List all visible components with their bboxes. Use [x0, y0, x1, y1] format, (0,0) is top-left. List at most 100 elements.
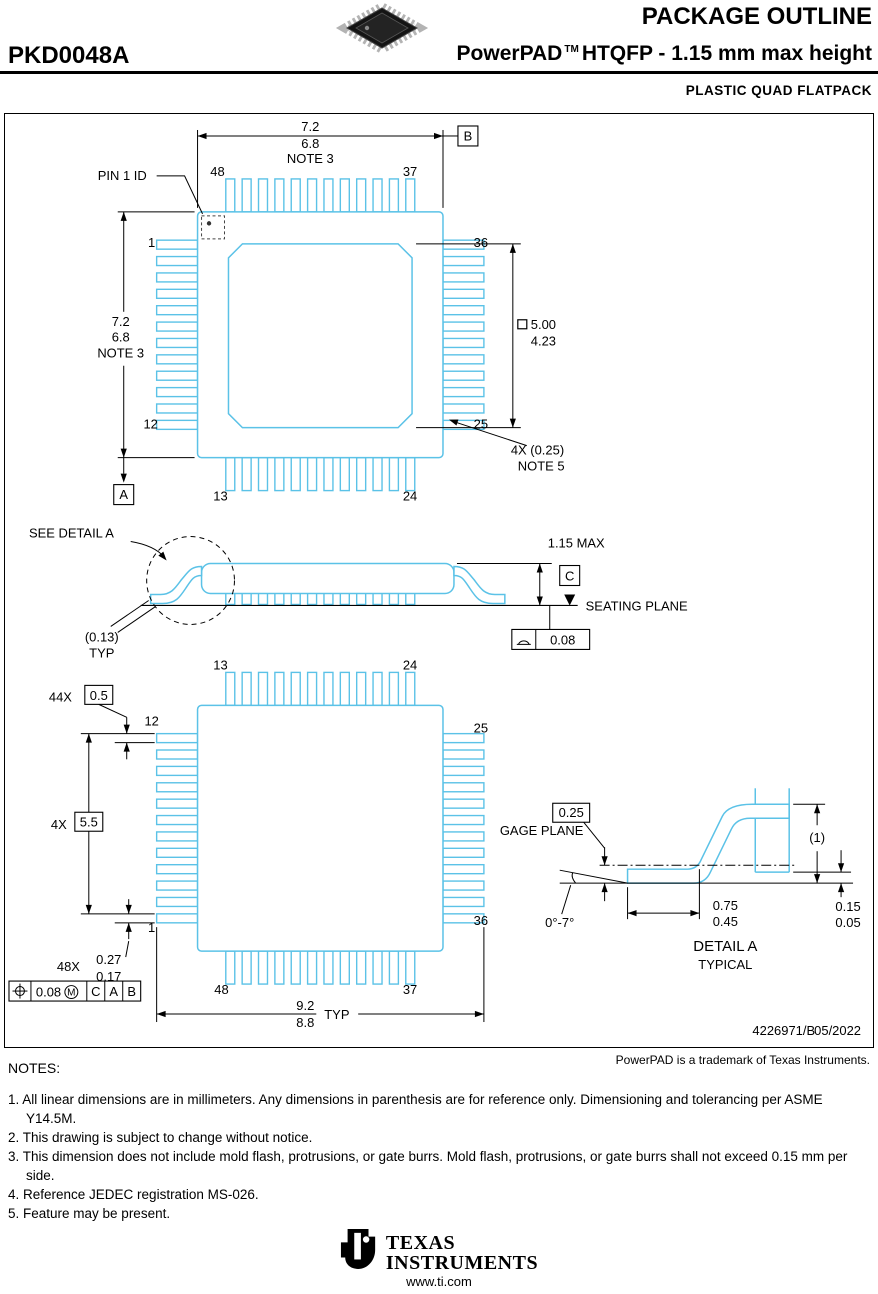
pin-label-37b: 37: [403, 982, 417, 997]
position-tolerance: 0.08: [36, 985, 61, 1000]
drawing-area: B 7.2 6.8 NOTE 3 PIN 1 ID 7.2 6.8 NOTE: [4, 113, 874, 1048]
lead-thickness-leader: [110, 600, 156, 633]
gage-dimension: [583, 821, 606, 902]
note-item-5: 5. Feature may be present.: [8, 1206, 171, 1221]
pin-label-36b: 36: [474, 913, 488, 928]
bottom-view-pins-right: [442, 732, 485, 924]
pad-dimension: [416, 243, 521, 429]
right-gullwing-lead: [453, 565, 506, 605]
chip-icon: [334, 0, 430, 63]
package-body-bottom-view: [196, 704, 444, 952]
mmc-modifier: M: [67, 988, 75, 999]
lead-note-line1: 4X (0.25): [511, 443, 564, 458]
fcf-datum-c: C: [91, 984, 100, 999]
left-height-dimension: [117, 211, 195, 474]
title-block: 4226971/B 05/2022: [752, 1023, 861, 1038]
dim-left-lower: 6.8: [112, 330, 130, 345]
mold-cap-outline: [227, 243, 413, 429]
bottom-view-pins-top: [225, 671, 416, 707]
top-width-dimension: [197, 129, 458, 208]
foot-height-lower: 0.05: [835, 915, 860, 930]
package-body-side: [200, 562, 455, 595]
pin1-id-label: PIN 1 ID: [98, 168, 147, 183]
fcf-datum-b: B: [127, 984, 136, 999]
pad-dim-upper: 5.00: [531, 317, 556, 332]
bottom-view: 13 24 12 25 1 36 48 37 44X 0.5 4X: [8, 657, 488, 1030]
note-item-2: 2. This drawing is subject to change wit…: [8, 1130, 313, 1145]
span-dimension: [80, 733, 155, 915]
ti-bug-icon: [340, 1229, 376, 1269]
pin1-id-leader: [156, 175, 203, 215]
pin1-id-marker: [201, 215, 225, 240]
seating-plane-symbol: [564, 594, 576, 606]
dim-left-note: NOTE 3: [97, 346, 144, 361]
lead-width-count: 48X: [57, 959, 80, 974]
gage-offset-value: 0.25: [559, 805, 584, 820]
pitch-value: 0.5: [90, 688, 108, 703]
side-view: SEE DETAIL A 1.15 MAX C SEATING PLANE (0…: [29, 526, 688, 661]
left-gullwing-lead: [149, 565, 203, 605]
pin-label-24b: 24: [403, 657, 417, 672]
part-number: PKD0048A: [8, 42, 130, 69]
span-value: 5.5: [80, 815, 98, 830]
revision-number: 4226971/B: [752, 1023, 815, 1038]
lead-note-line2: NOTE 5: [518, 459, 565, 474]
note-item-1: 1. All linear dimensions are in millimet…: [8, 1092, 823, 1126]
span-count: 4X: [51, 817, 67, 832]
datum-b-box: [457, 125, 479, 147]
notes-list: 1. All linear dimensions are in millimet…: [8, 1090, 870, 1223]
position-frame-dividers: [12, 981, 124, 1002]
lead-thickness-typ: TYP: [89, 645, 114, 660]
body-edge: [754, 788, 790, 873]
fcf-datum-a: A: [109, 984, 118, 999]
top-view-pins-right: [442, 239, 485, 431]
ti-url: www.ti.com: [406, 1274, 472, 1289]
pin-label-25b: 25: [474, 720, 488, 735]
top-view-pins-top: [225, 178, 416, 213]
pin-label-12: 12: [143, 417, 157, 432]
header-divider: [0, 71, 878, 74]
gage-offset-box: [552, 802, 591, 823]
dim-top-upper: 7.2: [301, 119, 319, 134]
datum-a-box: [113, 484, 135, 506]
pad-dim-lower: 4.23: [531, 334, 556, 349]
detail-a-circle: [146, 536, 235, 625]
notes-heading: NOTES:: [8, 1060, 61, 1076]
pin1-dot: [206, 221, 212, 226]
foot-length-lower: 0.45: [713, 914, 738, 929]
flatness-symbol: [516, 605, 551, 650]
flatness-tolerance: 0.08: [550, 632, 575, 647]
ti-logo: TEXAS INSTRUMENTS: [0, 1228, 878, 1273]
page-title: PACKAGE OUTLINE: [641, 3, 872, 30]
datum-c-label: C: [565, 568, 574, 583]
package-body-outline: [196, 211, 444, 459]
pin-label-36: 36: [474, 235, 488, 250]
foot-length-upper: 0.75: [713, 898, 738, 913]
lead-span-dimension: [156, 927, 485, 1023]
detail-a: 0.25 GAGE PLANE (1): [500, 788, 861, 972]
pin-label-48b: 48: [214, 982, 228, 997]
pin-label-48: 48: [210, 164, 224, 179]
top-view: B 7.2 6.8 NOTE 3 PIN 1 ID 7.2 6.8 NOTE: [97, 119, 565, 506]
pin-label-37: 37: [403, 164, 417, 179]
pin-label-12b: 12: [144, 713, 158, 728]
top-view-pins-bottom: [225, 456, 416, 492]
dim-top-lower: 6.8: [301, 136, 319, 151]
lead-width-upper: 0.27: [96, 952, 121, 967]
seating-plane-label: SEATING PLANE: [586, 598, 688, 613]
top-view-pins-left: [155, 239, 199, 431]
revision-date: 05/2022: [814, 1023, 861, 1038]
flatness-control-frame: [511, 628, 591, 650]
dim-top-note: NOTE 3: [287, 151, 334, 166]
ti-wordmark-line2: INSTRUMENTS: [385, 1252, 539, 1274]
lead-width-lower: 0.17: [96, 969, 121, 984]
package-type: PLASTIC QUAD FLATPACK: [685, 83, 872, 98]
bottom-view-pins-bottom: [225, 950, 416, 985]
ti-wordmark: TEXAS INSTRUMENTS: [386, 1228, 538, 1273]
note-item-4: 4. Reference JEDEC registration MS-026.: [8, 1187, 259, 1202]
foot-length-dimension: [627, 869, 700, 920]
subtitle-text: HTQFP - 1.15 mm max height: [581, 42, 872, 65]
pin-label-24: 24: [403, 489, 417, 504]
